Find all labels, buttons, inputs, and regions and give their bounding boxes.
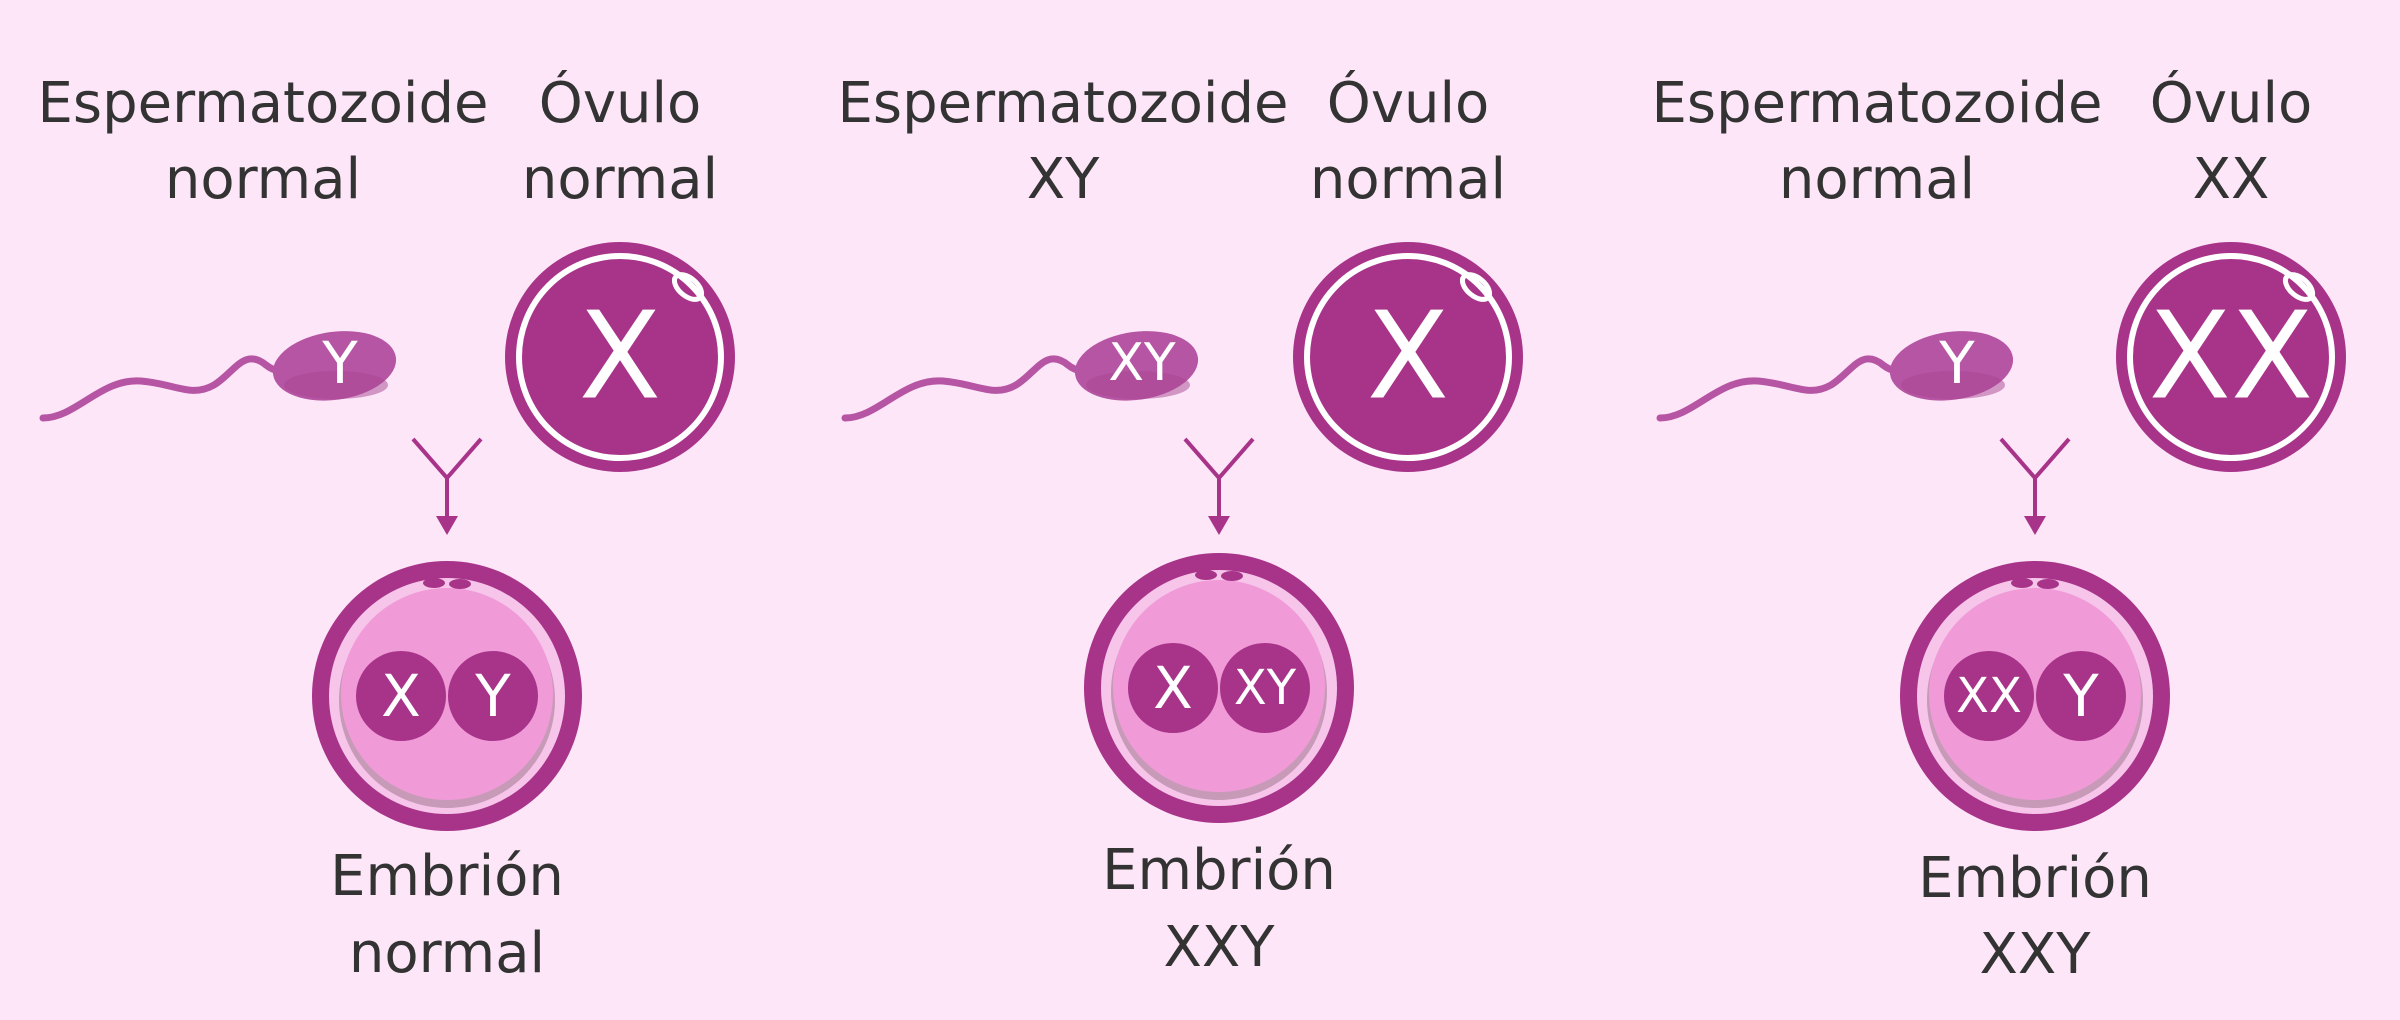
ovum-icon: XX (2116, 242, 2346, 472)
pronucleus (2034, 649, 2128, 743)
sperm-head-shadow (1086, 371, 1190, 399)
sperm-icon: XY (841, 331, 1199, 422)
embryo-chromosome-2: Y (474, 662, 511, 730)
sperm-chromosome: Y (1938, 329, 1975, 397)
ovum-chromosome: X (579, 288, 661, 427)
ovum-label: Óvulo (539, 71, 702, 136)
embryo-chromosome-1: XX (1956, 668, 2022, 724)
arrow-head (2024, 516, 2046, 535)
ovum-outer (2116, 242, 2346, 472)
ovum-label-sub: XX (2193, 147, 2270, 212)
sperm-label-sub: normal (1779, 147, 1975, 212)
arrow-head (436, 516, 458, 535)
arrow-line (1999, 437, 2071, 520)
ovum-membrane (1304, 253, 1512, 461)
embryo-label-sub: XXY (1164, 915, 1276, 980)
sperm-label: Espermatozoide (38, 71, 489, 136)
embryo-chromosome-2: Y (2062, 662, 2099, 730)
sperm-head-shadow (284, 371, 388, 399)
ovum-icon: X (505, 242, 735, 472)
sperm-chromosome: Y (321, 329, 358, 397)
embryo-label-sub: normal (349, 921, 545, 986)
sperm-icon: Y (1656, 329, 2014, 422)
polar-body (449, 579, 471, 589)
ovum-outer (1293, 242, 1523, 472)
arrow-line (1183, 437, 1255, 520)
sperm-tail (1656, 355, 1911, 422)
polar-body (671, 272, 705, 302)
ovum-label-sub: normal (1310, 147, 1506, 212)
sperm-label-sub: XY (1027, 147, 1100, 212)
sperm-head-shadow (1901, 371, 2005, 399)
sperm-chromosome: XY (1108, 333, 1176, 393)
embryo-label: Embrión (1102, 838, 1336, 903)
fusion-arrow-icon (1999, 437, 2071, 535)
ovum-chromosome: X (1367, 288, 1449, 427)
sperm-label: Espermatozoide (838, 71, 1289, 136)
embryo-icon: X XY (1084, 553, 1354, 823)
arrow-head (1208, 516, 1230, 535)
polar-body (2011, 578, 2033, 588)
ovum-label: Óvulo (2150, 71, 2313, 136)
sperm-tail (39, 355, 294, 422)
sperm-icon: Y (39, 329, 397, 422)
ovum-label-sub: normal (522, 147, 718, 212)
ovum-membrane (2127, 253, 2335, 461)
polar-body (423, 578, 445, 588)
arrow-line (411, 437, 483, 520)
ovum-membrane (516, 253, 724, 461)
embryo-chromosome-1: X (381, 662, 421, 730)
sperm-label-sub: normal (165, 147, 361, 212)
embryo-label-sub: XXY (1980, 922, 2092, 987)
fusion-arrow-icon (411, 437, 483, 535)
polar-body (1459, 272, 1493, 302)
ovum-chromosome: XX (2149, 288, 2313, 427)
polar-body (1221, 571, 1243, 581)
fusion-arrow-icon (1183, 437, 1255, 535)
ovum-label: Óvulo (1327, 71, 1490, 136)
embryo-label: Embrión (1918, 846, 2152, 911)
embryo-chromosome-1: X (1153, 654, 1193, 722)
embryo-icon: XX Y (1900, 561, 2170, 831)
ovum-outer (505, 242, 735, 472)
polar-body (2037, 579, 2059, 589)
embryo-chromosome-2: XY (1234, 660, 1297, 716)
polar-body (1195, 570, 1217, 580)
ovum-icon: X (1293, 242, 1523, 472)
pronucleus (446, 649, 540, 743)
polar-body (2282, 272, 2316, 302)
sperm-label: Espermatozoide (1652, 71, 2103, 136)
sperm-tail (841, 355, 1096, 422)
pronucleus (1218, 641, 1312, 735)
embryo-label: Embrión (330, 844, 564, 909)
